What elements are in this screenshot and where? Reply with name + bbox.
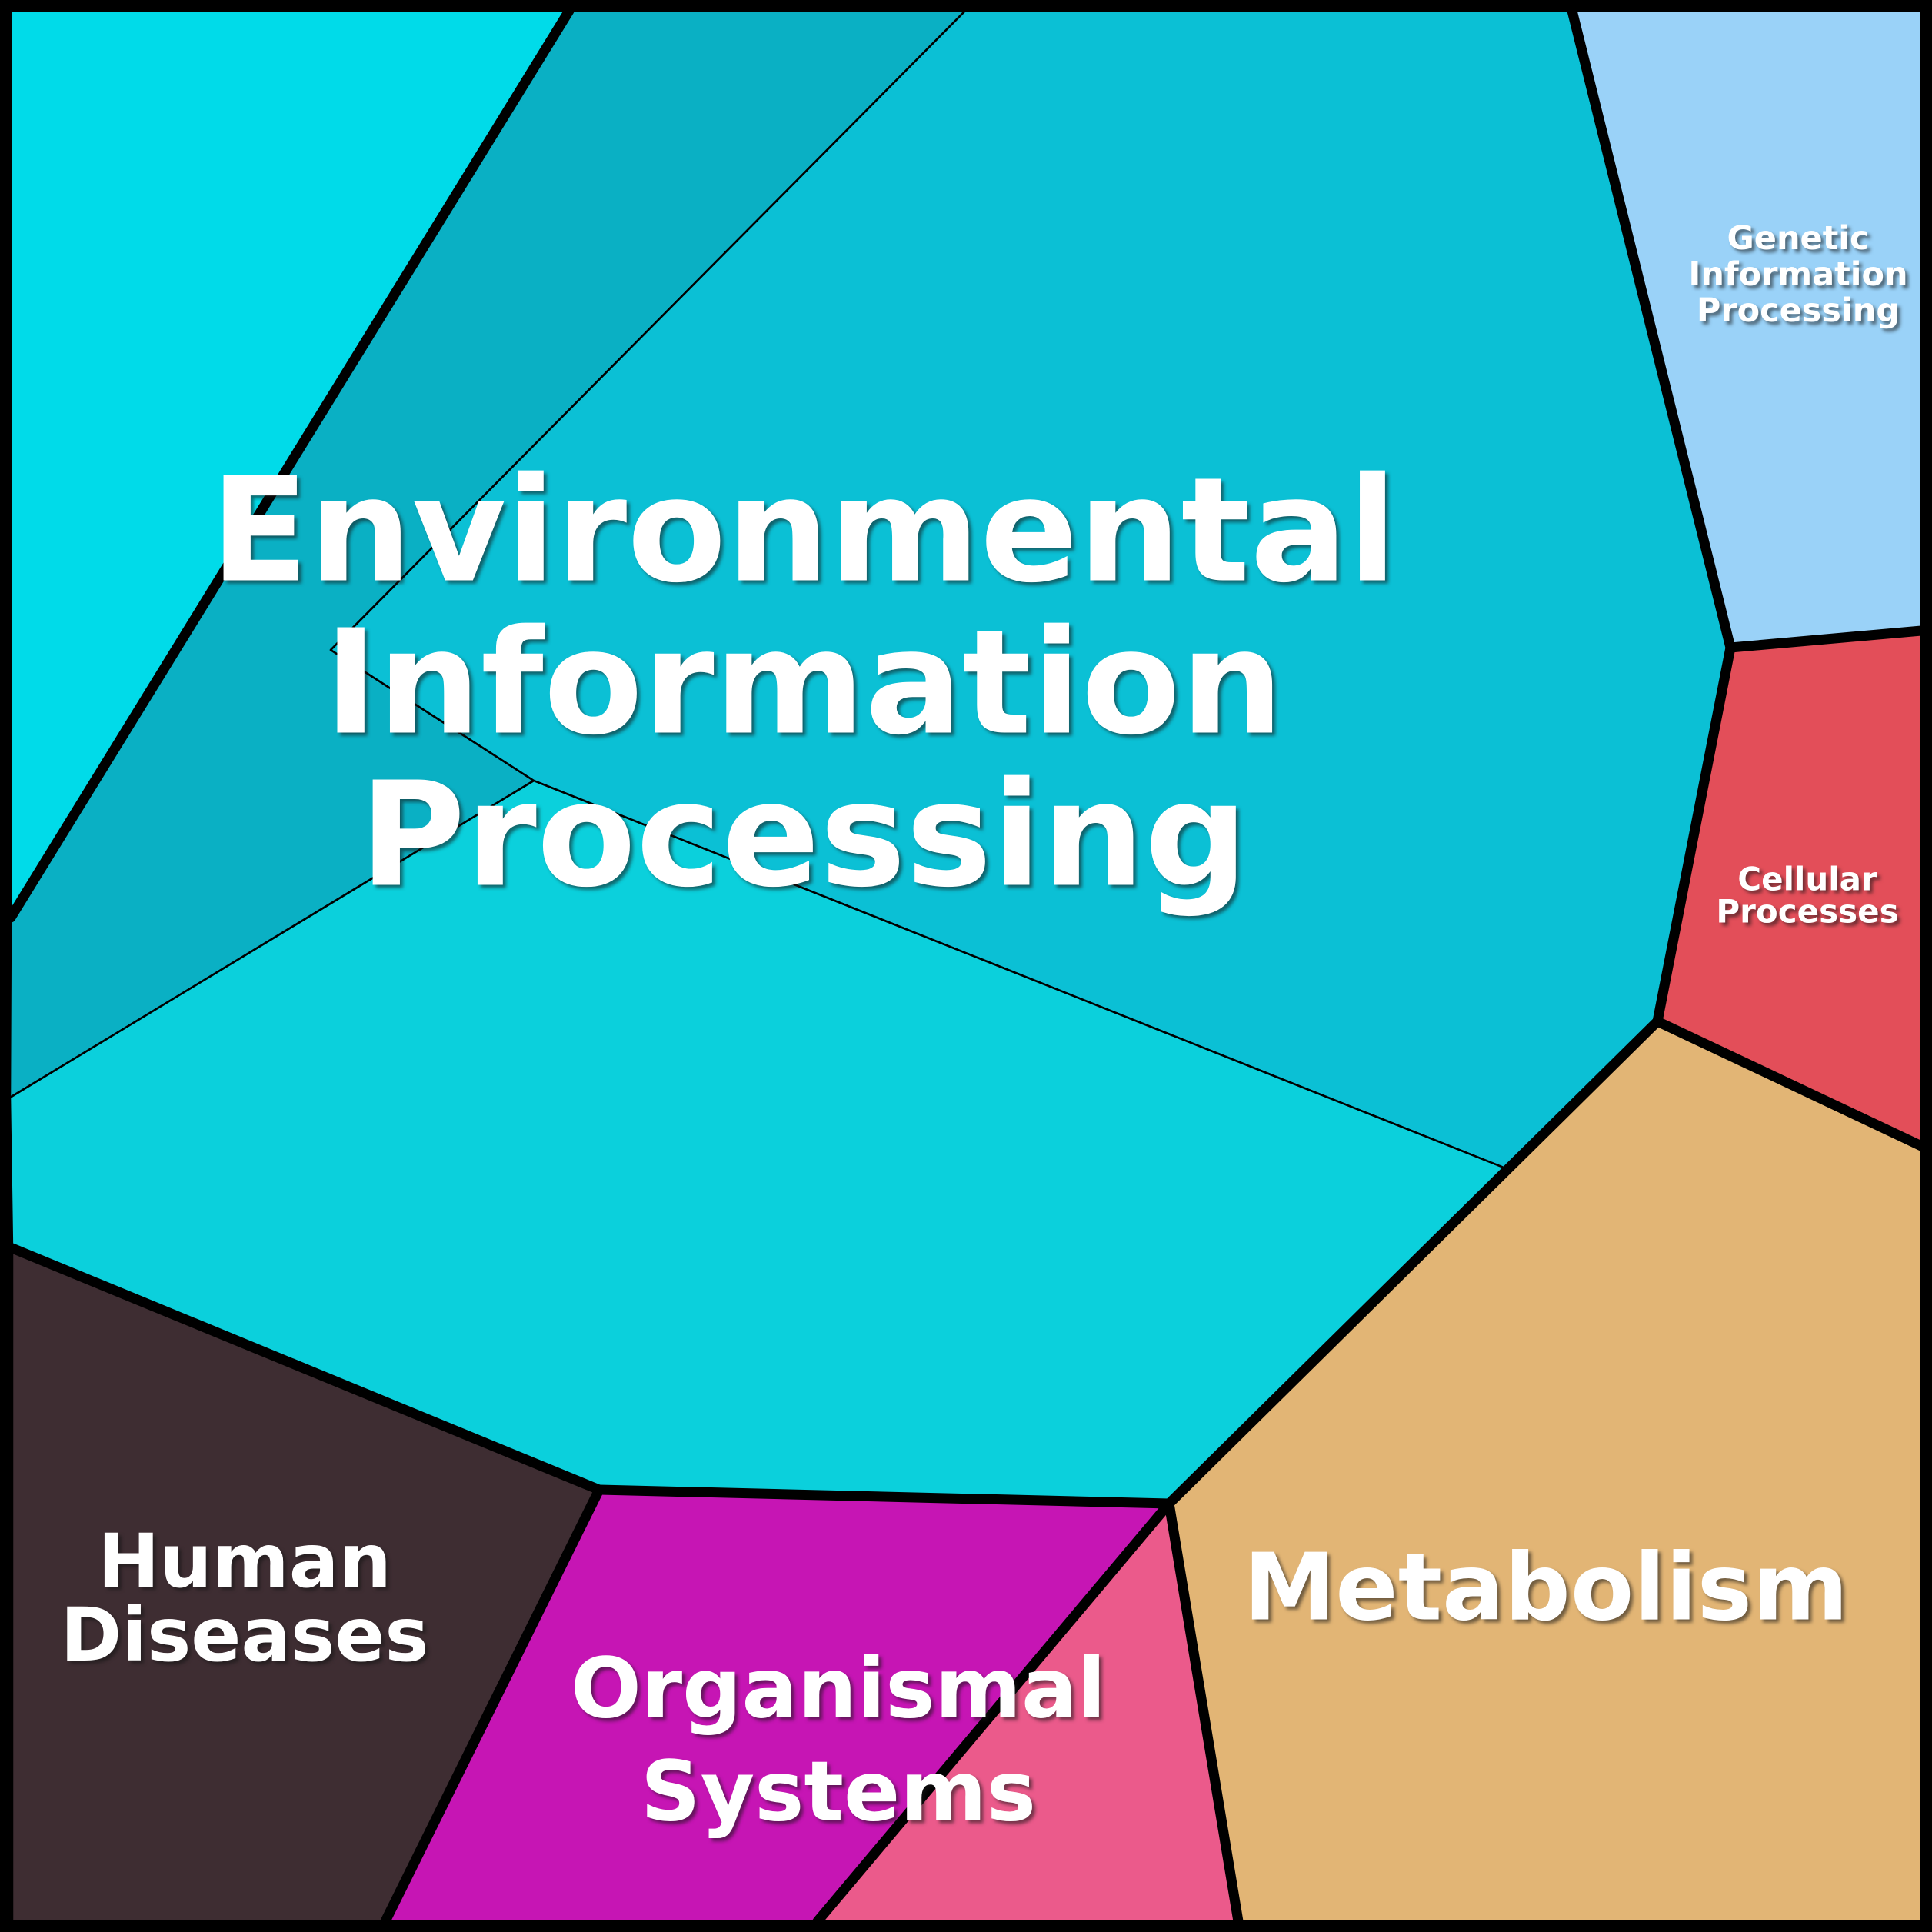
border-genetic-cellular — [1725, 625, 1927, 653]
label-genetic-information-processing-line-1: Genetic — [1727, 219, 1869, 258]
border-cyan-metabolism — [1164, 1016, 1663, 1509]
label-organismal-systems-line-1: Organismal — [571, 1641, 1106, 1737]
label-genetic-information-processing-line-2: Information — [1688, 255, 1907, 294]
border-pink-organismal — [812, 1498, 1174, 1927]
label-human-diseases-line-1: Human — [98, 1518, 391, 1604]
border-metabolism-pink — [1164, 1498, 1244, 1927]
border-cellular-metabolism — [1652, 1016, 1927, 1151]
label-genetic-information-processing-line-3: Processing — [1697, 291, 1900, 330]
border-cyan-organismal — [594, 1484, 1174, 1509]
regions-layer — [8, 9, 1923, 1923]
label-cellular-processes-line-2: Processes — [1716, 893, 1898, 931]
inner-d-e — [9, 779, 535, 1099]
label-metabolism-line-1: Metabolism — [1244, 1535, 1848, 1642]
thin-borders-layer — [9, 10, 1508, 1171]
label-environmental-information-processing-line-2: Information — [324, 599, 1284, 768]
label-environmental-information-processing-line-3: Processing — [359, 751, 1247, 920]
label-cellular-processes-line-1: Cellular — [1737, 861, 1877, 898]
label-human-diseases-line-2: Diseases — [60, 1592, 428, 1678]
inner-b-c — [330, 10, 966, 651]
inner-c-e — [533, 779, 1508, 1171]
border-organismal-humandiseases — [380, 1484, 605, 1927]
border-cyan-genetic — [1567, 5, 1736, 653]
labels-layer: EnvironmentalInformationProcessingGeneti… — [60, 219, 1907, 1840]
border-cyan-humandiseases — [7, 1243, 605, 1495]
inner-c-d — [330, 648, 535, 782]
thick-borders-layer — [5, 5, 1927, 1927]
border-cyan-cellular — [1652, 642, 1736, 1027]
label-environmental-information-processing-line-1: Environmental — [210, 447, 1397, 615]
label-organismal-systems-line-2: Systems — [641, 1744, 1036, 1840]
border-brightcyan-teal — [5, 5, 575, 923]
